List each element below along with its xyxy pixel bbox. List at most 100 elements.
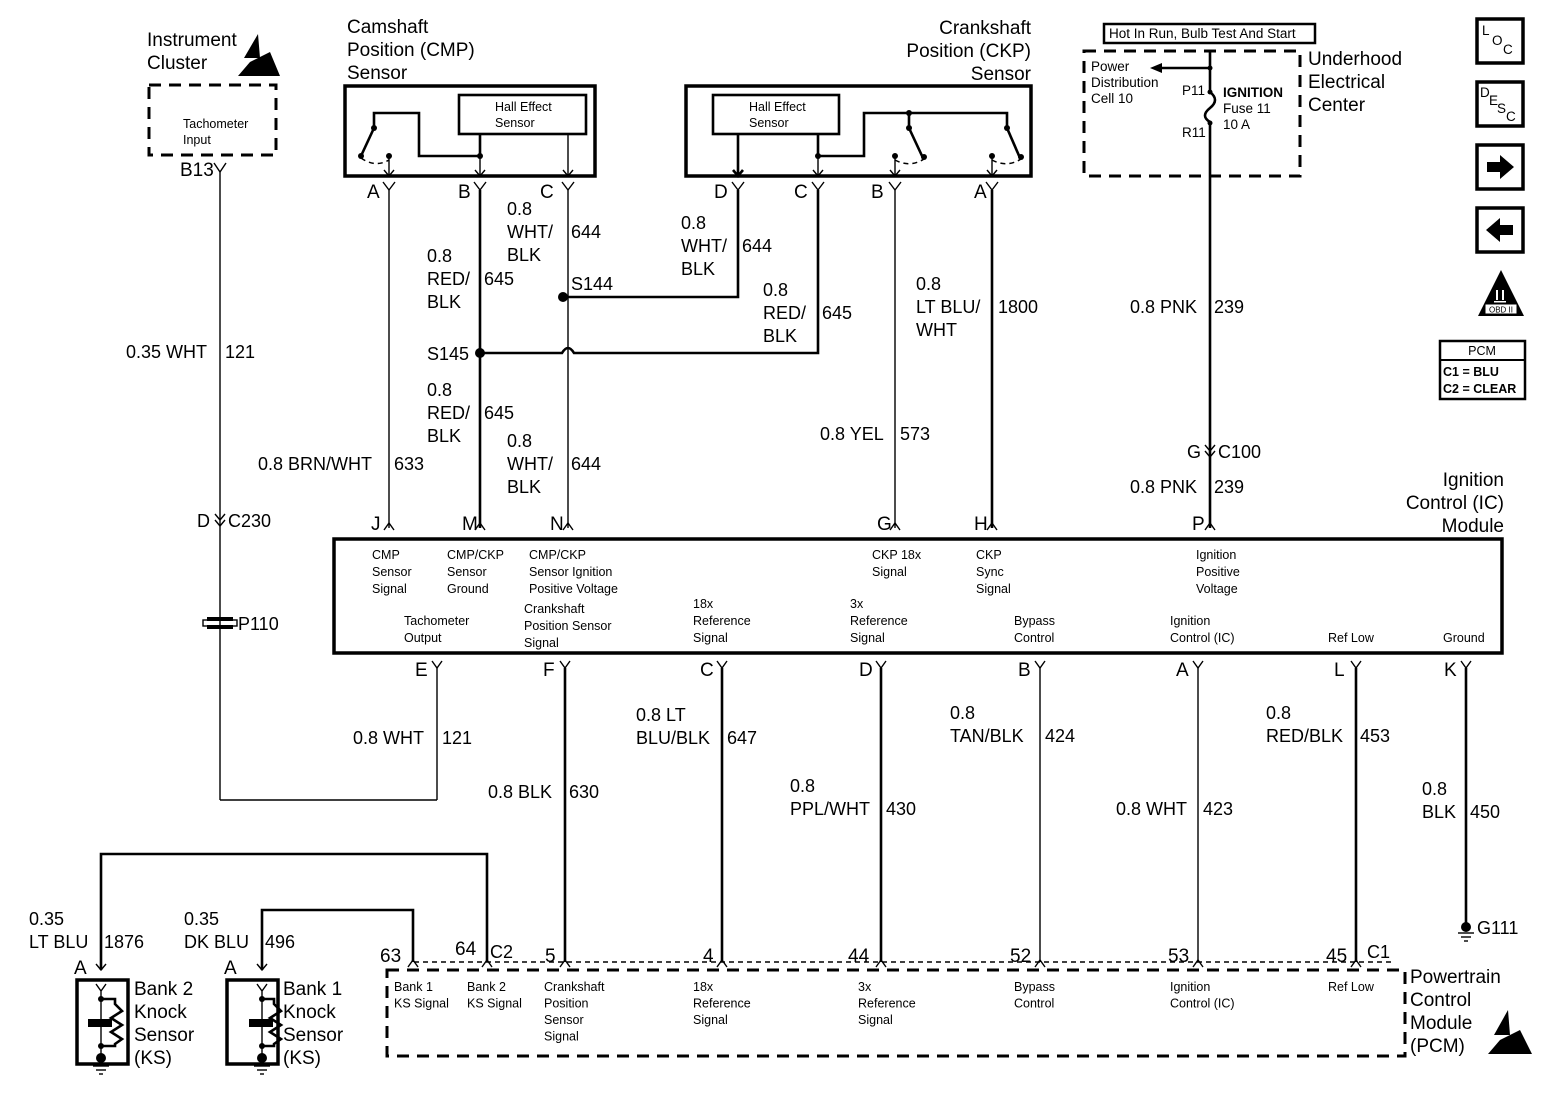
ic-pin-g: G bbox=[877, 514, 892, 535]
pcm-box bbox=[385, 968, 1407, 1058]
connector-symbol bbox=[986, 521, 998, 531]
wire-496-line1: 0.35 bbox=[184, 909, 219, 929]
obd-ii-icon[interactable]: OBD II bbox=[1478, 270, 1524, 316]
wire-644c-color-1: WHT/ bbox=[507, 454, 553, 474]
obd-ii-label: OBD II bbox=[1489, 306, 1513, 315]
ic-pin-label: Ignition bbox=[1170, 614, 1210, 628]
cmp-pin-b: B bbox=[458, 182, 471, 203]
underhood-title-1: Underhood bbox=[1308, 49, 1402, 70]
connector-symbol bbox=[1350, 660, 1362, 670]
svg-text:O: O bbox=[1492, 33, 1503, 48]
pcm-pin-64: 64 bbox=[455, 939, 477, 960]
wire-645b-color-1: RED/ bbox=[427, 403, 470, 423]
wire-644b-color-1: WHT/ bbox=[681, 236, 727, 256]
ic-pin-label: 3x bbox=[850, 597, 864, 611]
connector-c230-symbol bbox=[214, 513, 226, 528]
pass-through-p110-icon bbox=[202, 617, 238, 629]
ic-pin-label: Ignition bbox=[1196, 548, 1236, 562]
ic-pin-label: Output bbox=[404, 631, 442, 645]
ic-pin-b: B bbox=[1018, 660, 1031, 681]
pcm-pin-label: Control bbox=[1014, 997, 1054, 1011]
pcm-pin-label: Signal bbox=[693, 1013, 728, 1027]
pcm-pin-label: Bypass bbox=[1014, 980, 1055, 994]
ic-pin-label: Signal bbox=[693, 631, 728, 645]
ks2-title-1: Bank 2 bbox=[134, 979, 193, 1000]
wire-1876-line2: LT BLU bbox=[29, 932, 88, 952]
fuse-11-icon bbox=[1203, 68, 1217, 528]
ic-pin-d: D bbox=[859, 660, 873, 681]
ckp-title-3: Sensor bbox=[971, 64, 1032, 85]
power-distribution-2: Distribution bbox=[1091, 75, 1159, 90]
wire-239-spec: 0.8 PNK bbox=[1130, 297, 1197, 317]
wire-1876-circuit: 1876 bbox=[104, 932, 144, 952]
connector-c100-symbol bbox=[1204, 444, 1216, 459]
ckp-switch-a-icon bbox=[1005, 127, 1022, 159]
pcm-pin-label: Position bbox=[544, 997, 589, 1011]
ic-title-1: Ignition bbox=[1443, 470, 1504, 491]
wire-496 bbox=[260, 908, 415, 970]
wire-644c-size: 0.8 bbox=[507, 431, 532, 451]
ic-module-box bbox=[332, 537, 1504, 655]
ic-pin-label: Signal bbox=[524, 636, 559, 650]
wire-121b-spec: 0.8 WHT bbox=[353, 728, 424, 748]
ic-pin-c: C bbox=[700, 660, 714, 681]
svg-text:C: C bbox=[1506, 109, 1516, 124]
ckp-sensor-box bbox=[684, 84, 1033, 178]
next-page-button[interactable] bbox=[1475, 143, 1525, 191]
wire-645c-circuit: 645 bbox=[822, 303, 852, 323]
arrow-right-icon bbox=[1487, 155, 1514, 179]
knock-sensor-icon bbox=[88, 983, 125, 1075]
cmp-switch-icon bbox=[359, 127, 376, 157]
desc-button[interactable]: D E S C bbox=[1475, 80, 1525, 128]
wire-573-spec: 0.8 YEL bbox=[820, 424, 884, 444]
pcm-pin-label: Bank 1 bbox=[394, 980, 433, 994]
ckp-pin-a: A bbox=[974, 182, 987, 203]
wire-239b-spec: 0.8 PNK bbox=[1130, 477, 1197, 497]
wire-1800-color-1: LT BLU/ bbox=[916, 297, 980, 317]
underhood-title-2: Electrical bbox=[1308, 72, 1385, 93]
ic-pin-label: Sensor bbox=[447, 565, 487, 579]
ic-pin-label: Ground bbox=[1443, 631, 1485, 645]
pcm-pin-label: Crankshaft bbox=[544, 980, 605, 994]
pcm-pin-label: Reference bbox=[858, 997, 916, 1011]
wire-1800-size: 0.8 bbox=[916, 274, 941, 294]
ic-pin-label: Reference bbox=[693, 614, 751, 628]
cmp-pin-c: C bbox=[540, 182, 554, 203]
svg-text:E: E bbox=[1489, 93, 1498, 108]
pcm-title-3: Module bbox=[1410, 1013, 1472, 1034]
ks2-box bbox=[75, 978, 130, 1066]
wire-239b-circuit: 239 bbox=[1214, 477, 1244, 497]
underhood-title-3: Center bbox=[1308, 95, 1366, 116]
ks2-title-2: Knock bbox=[134, 1002, 187, 1023]
pcm-title-4: (PCM) bbox=[1410, 1036, 1465, 1057]
instrument-cluster: Instrument Cluster Tachometer Input B13 bbox=[147, 30, 280, 181]
ic-pin-label: Voltage bbox=[1196, 582, 1238, 596]
wire-645-color-2: BLK bbox=[427, 292, 461, 312]
ic-pin-e: E bbox=[415, 660, 428, 681]
connector-symbol bbox=[875, 958, 887, 968]
cmp-title-3: Sensor bbox=[347, 63, 408, 84]
wire-630-spec: 0.8 BLK bbox=[488, 782, 552, 802]
loc-button[interactable]: L O C bbox=[1475, 17, 1525, 65]
ic-pin-p: P bbox=[1192, 514, 1205, 535]
pcm-pin-label: Ref Low bbox=[1328, 980, 1375, 994]
pcm-pin-label: Ignition bbox=[1170, 980, 1210, 994]
fuse-rating: 10 A bbox=[1223, 117, 1250, 132]
wire-645c-color-2: BLK bbox=[763, 326, 797, 346]
previous-page-button[interactable] bbox=[1475, 206, 1525, 254]
power-distribution-1: Power bbox=[1091, 59, 1130, 74]
pcm-title-1: Powertrain bbox=[1410, 967, 1501, 988]
svg-text:S: S bbox=[1497, 101, 1506, 116]
knock-sensor-icon bbox=[249, 983, 284, 1075]
ic-pin-m: M bbox=[462, 514, 478, 535]
ic-pin-label: Control (IC) bbox=[1170, 631, 1235, 645]
cmp-sensor: Camshaft Position (CMP) Sensor Hall Effe… bbox=[343, 17, 597, 203]
powertrain-control-module: Powertrain Control Module (PCM) C2 C1 63… bbox=[380, 939, 1532, 1058]
ks1-title-2: Knock bbox=[283, 1002, 336, 1023]
ic-pin-label: 18x bbox=[693, 597, 714, 611]
ic-pin-label: Signal bbox=[976, 582, 1011, 596]
wire-496-circuit: 496 bbox=[265, 932, 295, 952]
ic-pin-label: Ground bbox=[447, 582, 489, 596]
wire-644b-circuit: 644 bbox=[742, 236, 772, 256]
